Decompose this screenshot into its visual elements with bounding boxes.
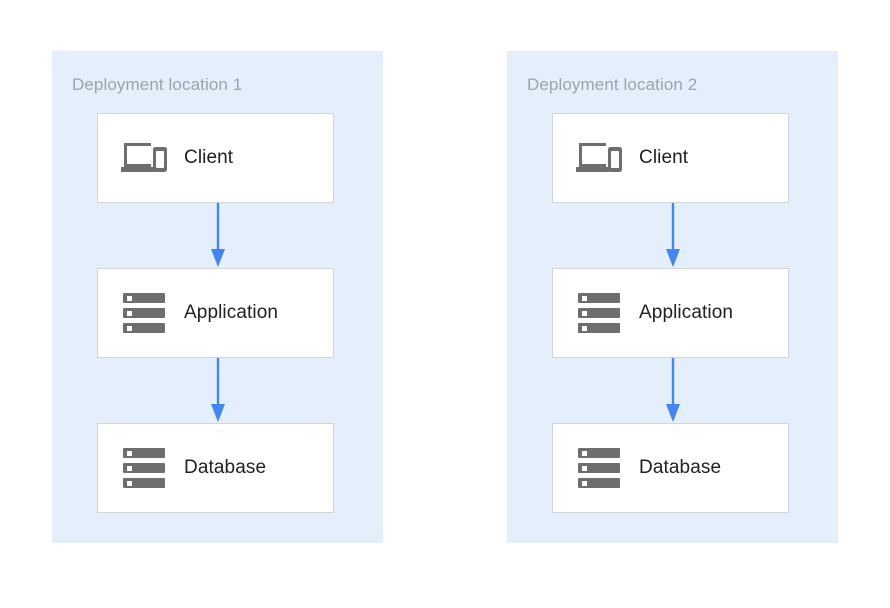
node-label-database-2: Database [639, 457, 722, 478]
arrow-client-to-application-2 [665, 203, 681, 269]
node-label-application-2: Application [639, 302, 734, 323]
server-rack-icon [120, 446, 168, 490]
node-label-database-1: Database [184, 457, 267, 478]
node-database-2[interactable]: Database [552, 423, 789, 513]
node-application-1[interactable]: Application [97, 268, 334, 358]
node-database-1[interactable]: Database [97, 423, 334, 513]
arrow-client-to-application-1 [210, 203, 226, 269]
client-devices-icon [575, 136, 623, 180]
node-application-2[interactable]: Application [552, 268, 789, 358]
server-rack-icon [575, 446, 623, 490]
arrow-application-to-database-2 [665, 358, 681, 424]
node-client-2[interactable]: Client [552, 113, 789, 203]
deployment-location-panel-2: Deployment location 2 Client [507, 51, 838, 543]
client-devices-icon [120, 136, 168, 180]
panel-label-1: Deployment location 1 [72, 75, 243, 94]
node-label-application-1: Application [184, 302, 279, 323]
node-client-1[interactable]: Client [97, 113, 334, 203]
server-rack-icon [575, 291, 623, 335]
arrow-application-to-database-1 [210, 358, 226, 424]
server-rack-icon [120, 291, 168, 335]
panel-label-2: Deployment location 2 [527, 75, 698, 94]
node-label-client-2: Client [639, 147, 689, 168]
deployment-location-panel-1: Deployment location 1 Client [52, 51, 383, 543]
node-label-client-1: Client [184, 147, 234, 168]
